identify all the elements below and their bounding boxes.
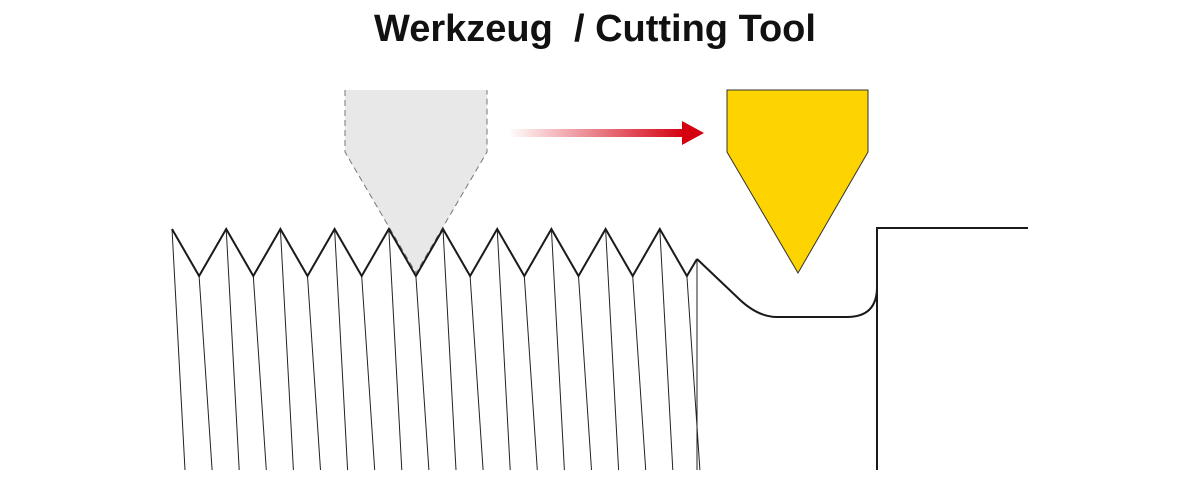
- thread-flank-line: [659, 228, 674, 471]
- cutting-tool-insert: [726, 89, 869, 274]
- thread-flank-line: [686, 275, 701, 471]
- thread-flank-line: [415, 275, 430, 471]
- thread-flank-line: [469, 275, 484, 471]
- diagram-title: Werkzeug / Cutting Tool: [374, 8, 816, 50]
- thread-flank-line: [198, 275, 213, 471]
- thread-flank-line: [550, 228, 565, 471]
- thread-flank-line: [279, 228, 294, 471]
- thread-flank-line: [388, 228, 403, 471]
- thread-workpiece: [171, 226, 701, 471]
- thread-flank-line: [171, 228, 186, 471]
- thread-flank-line: [307, 275, 321, 471]
- thread-profile: [171, 226, 698, 279]
- thread-flank-line: [496, 228, 511, 471]
- thread-flank-line: [578, 275, 592, 471]
- thread-flank-line: [252, 275, 267, 471]
- movement-arrow: [508, 121, 704, 145]
- thread-flank-line: [632, 275, 647, 471]
- workpiece-shoulder: [696, 227, 1028, 470]
- thread-flank-line: [361, 275, 376, 471]
- thread-flank-line: [225, 228, 240, 471]
- thread-flank-line: [334, 228, 349, 471]
- thread-flank-line: [605, 228, 620, 471]
- thread-flank-line: [523, 275, 538, 471]
- thread-flank-line: [442, 228, 457, 471]
- ghost-tool-previous-position: [344, 90, 488, 274]
